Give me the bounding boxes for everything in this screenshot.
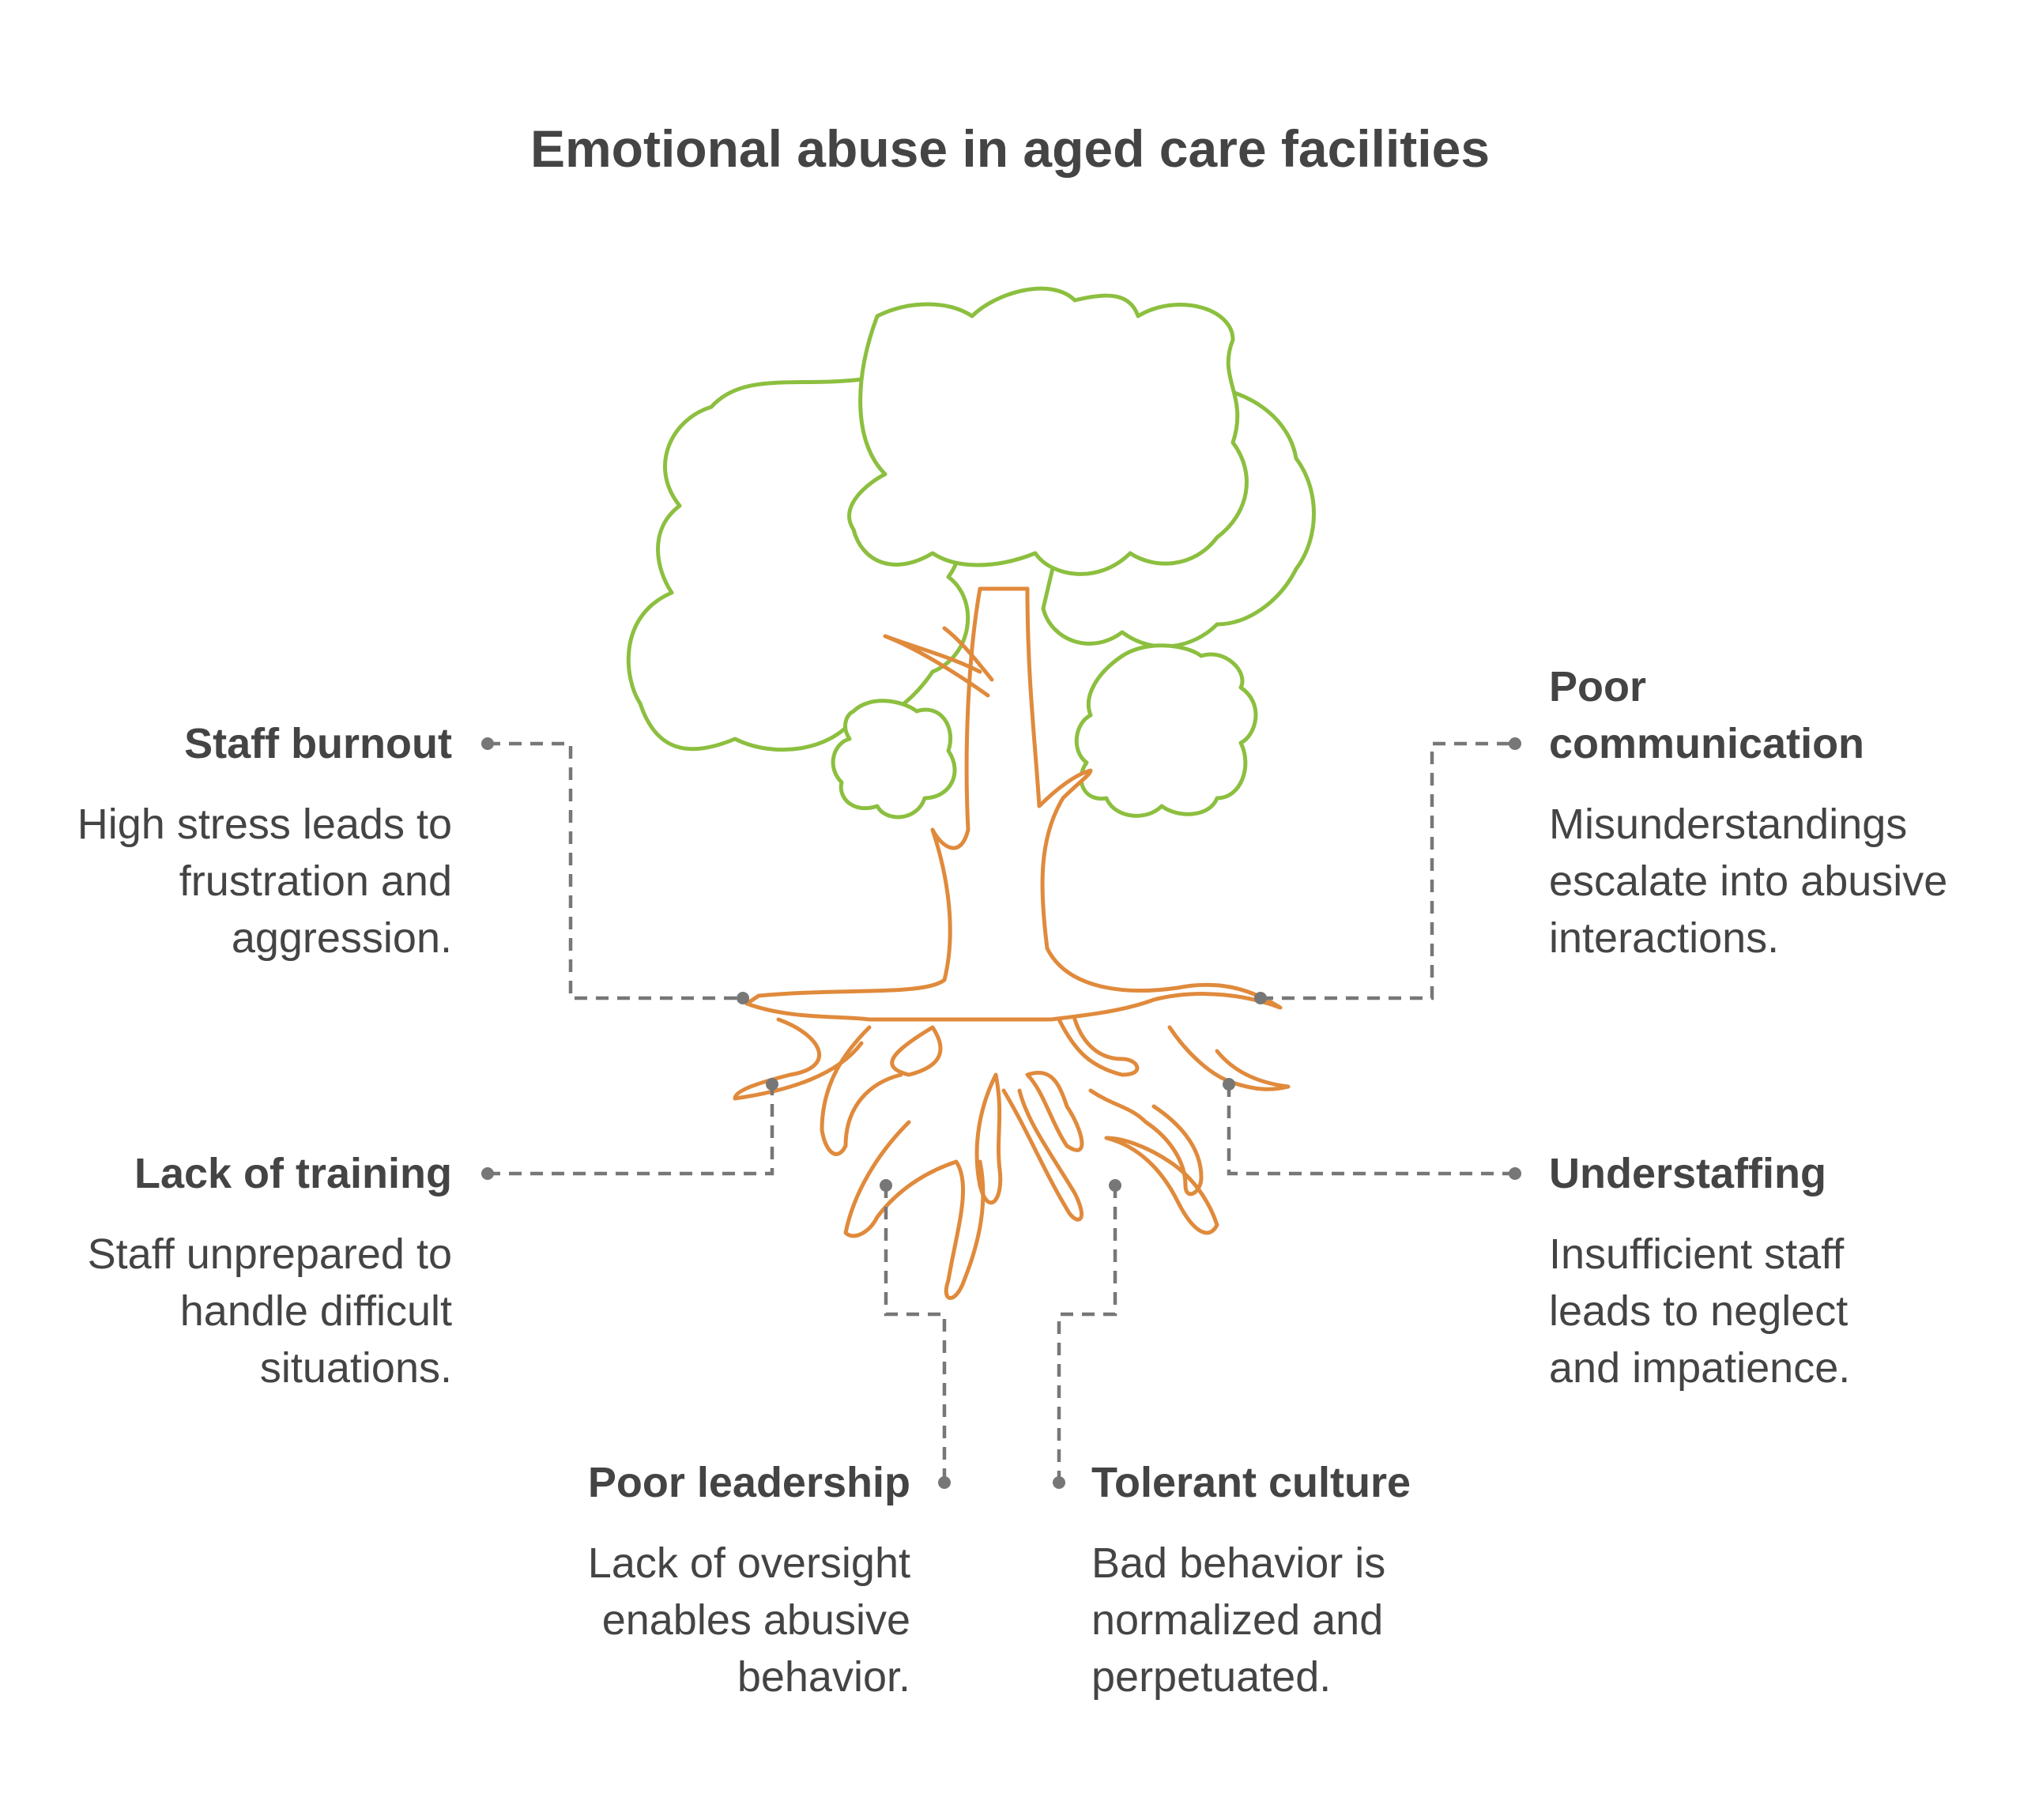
- root-3: [890, 1025, 943, 1077]
- foliage-cloud-small-left: [831, 699, 957, 820]
- cause-description: Insufficient staff leads to neglect and …: [1549, 1230, 1851, 1392]
- cause-poor-communication: Poor communication Misunderstandings esc…: [1549, 658, 1947, 967]
- cause-description: Lack of oversight enables abusive behavi…: [587, 1539, 910, 1701]
- connector-dot-lack-of-training-tree: [766, 1078, 778, 1091]
- connector-dot-tolerant-culture-label: [1053, 1476, 1065, 1489]
- page-title: Emotional abuse in aged care facilities: [529, 119, 1491, 178]
- root-10: [1104, 1136, 1219, 1235]
- connector-dot-poor-communication-label: [1509, 737, 1521, 750]
- connector-staff-burnout: [488, 741, 743, 1000]
- cause-description: Bad behavior is normalized and perpetuat…: [1091, 1539, 1386, 1701]
- tree-trunk: [744, 586, 1283, 1022]
- connector-poor-leadership: [884, 1185, 947, 1483]
- connector-dot-tolerant-culture-tree: [1109, 1179, 1121, 1192]
- connector-dot-poor-leadership-tree: [880, 1179, 892, 1192]
- connector-dot-staff-burnout-tree: [737, 992, 749, 1004]
- root-6: [1001, 1088, 1084, 1222]
- root-8: [1057, 1017, 1140, 1077]
- connector-poor-communication: [1261, 741, 1515, 1000]
- connector-tolerant-culture: [1057, 1185, 1117, 1483]
- cause-understaffing: Understaffing Insufficient staff leads t…: [1549, 1145, 1920, 1396]
- connector-understaffing: [1227, 1084, 1515, 1176]
- foliage-cloud-top: [847, 286, 1249, 576]
- connector-dot-staff-burnout-label: [481, 737, 494, 750]
- cause-poor-leadership: Poor leadership Lack of oversight enable…: [468, 1454, 910, 1705]
- root-11: [1167, 1025, 1291, 1091]
- connector-dot-poor-communication-tree: [1254, 992, 1267, 1004]
- connector-dot-poor-leadership-label: [938, 1476, 951, 1489]
- cause-staff-burnout: Staff burnout High stress leads to frust…: [9, 715, 452, 967]
- foliage-icon: [626, 286, 1316, 820]
- connector-dot-lack-of-training-label: [481, 1167, 494, 1180]
- cause-tolerant-culture: Tolerant culture Bad behavior is normali…: [1091, 1454, 1463, 1705]
- foliage-cloud-small-right: [1074, 643, 1258, 818]
- cause-description: Misunderstandings escalate into abusive …: [1549, 801, 1948, 962]
- cause-heading: Lack of training: [134, 1150, 452, 1197]
- connector-dot-understaffing-tree: [1223, 1078, 1235, 1091]
- cause-description: High stress leads to frustration and agg…: [77, 801, 452, 962]
- cause-heading: Tolerant culture: [1091, 1459, 1411, 1506]
- root-9: [1088, 1088, 1204, 1196]
- trunk-branch-left: [883, 626, 994, 698]
- root-4: [843, 1120, 986, 1300]
- root-2: [820, 1025, 903, 1156]
- connector-lack-of-training: [488, 1084, 774, 1176]
- cause-lack-of-training: Lack of training Staff unprepared to han…: [9, 1145, 452, 1396]
- cause-heading: Staff burnout: [184, 720, 452, 767]
- cause-description: Staff unprepared to handle difficult sit…: [87, 1230, 452, 1392]
- connector-dot-understaffing-label: [1509, 1167, 1521, 1180]
- cause-heading: Understaffing: [1549, 1150, 1826, 1197]
- connector-lines: [481, 737, 1521, 1489]
- cause-heading: Poor leadership: [587, 1459, 910, 1506]
- cause-heading: Poor communication: [1549, 663, 1865, 767]
- root-5: [974, 1072, 1003, 1205]
- root-1: [733, 1017, 864, 1101]
- root-7: [1025, 1070, 1084, 1152]
- trunk-and-roots-icon: [733, 586, 1291, 1300]
